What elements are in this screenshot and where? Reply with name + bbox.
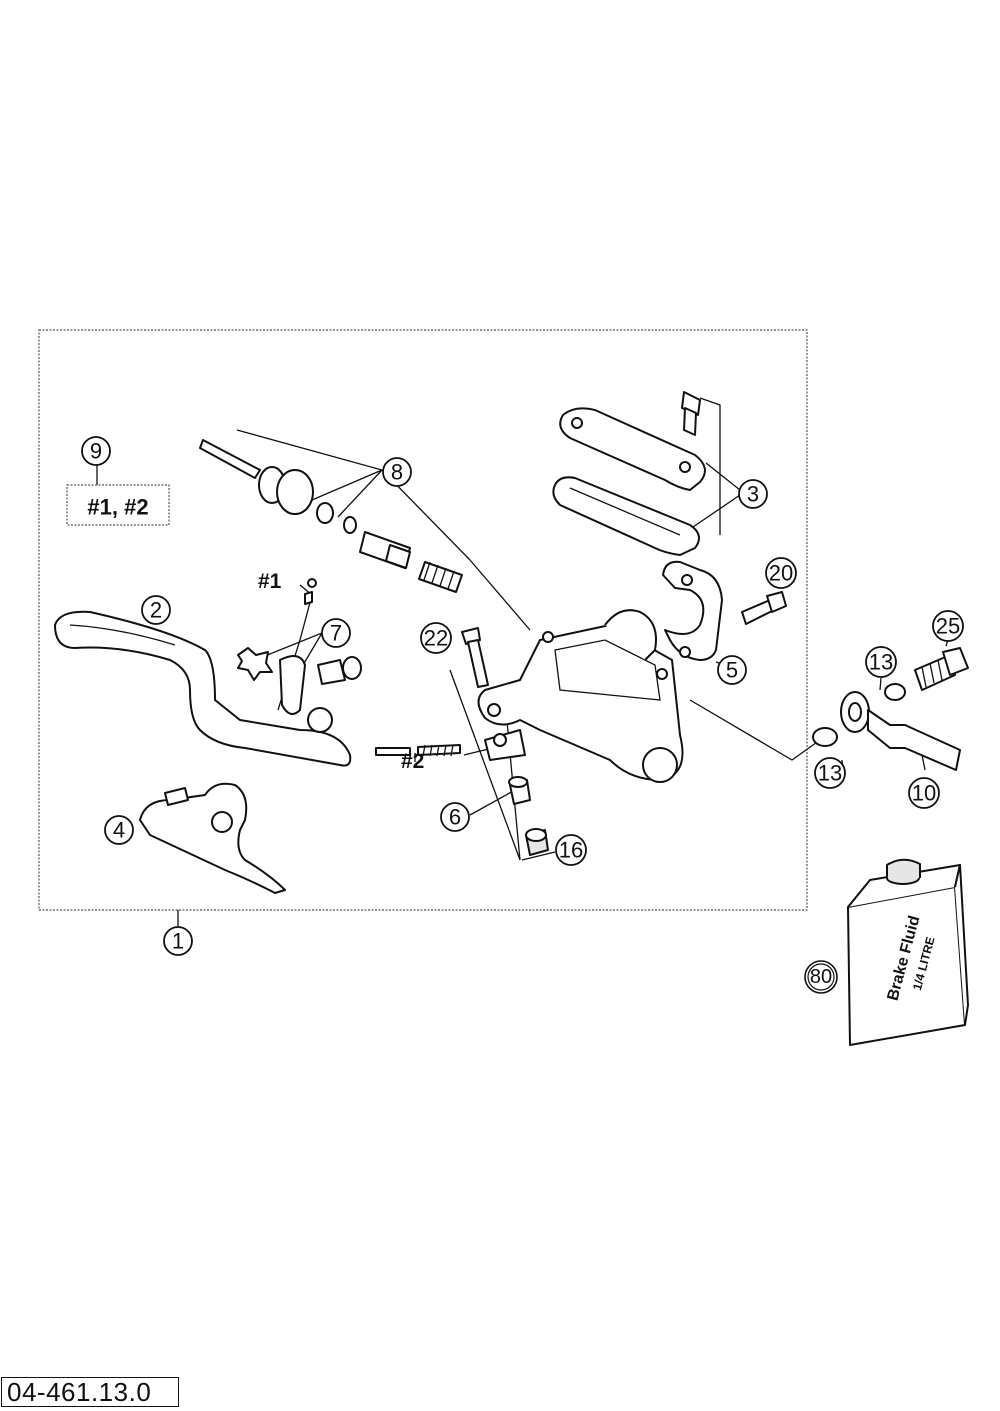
document-code: 04-461.13.0 — [1, 1377, 179, 1407]
adjuster-pin-spring — [375, 744, 461, 757]
svg-text:22: 22 — [424, 626, 448, 651]
callout-5[interactable]: 5 — [717, 655, 747, 685]
callout-8[interactable]: 8 — [382, 457, 412, 487]
callout-10[interactable]: 10 — [908, 777, 940, 809]
svg-text:4: 4 — [113, 818, 125, 843]
callout-7[interactable]: 7 — [321, 618, 351, 648]
brake-fluid-can: Brake Fluid 1/4 LITRE — [847, 858, 969, 1046]
master-cylinder-body — [477, 609, 684, 783]
svg-text:10: 10 — [912, 781, 936, 806]
callout-13-lower[interactable]: 13 — [814, 757, 846, 789]
callout-4[interactable]: 4 — [104, 815, 134, 845]
brake-hose — [812, 647, 969, 771]
svg-text:1: 1 — [172, 929, 184, 954]
bushing-and-nut — [508, 776, 549, 856]
brake-lever — [54, 610, 352, 767]
svg-text:6: 6 — [449, 805, 461, 830]
svg-text:7: 7 — [330, 621, 342, 646]
svg-text:9: 9 — [90, 439, 102, 464]
ref-label-2: #2 — [401, 750, 424, 773]
svg-text:13: 13 — [818, 761, 842, 786]
svg-text:16: 16 — [559, 838, 583, 863]
callout-1[interactable]: 1 — [163, 926, 193, 956]
pivot-bolt — [461, 627, 489, 688]
piston-kit — [199, 439, 463, 593]
svg-text:8: 8 — [391, 460, 403, 485]
svg-text:13: 13 — [869, 650, 893, 675]
callout-16[interactable]: 16 — [555, 834, 587, 866]
callout-3[interactable]: 3 — [738, 479, 768, 509]
adjuster-ball — [304, 578, 317, 605]
clamp-screw — [741, 591, 787, 625]
callout-9[interactable]: 9 — [81, 436, 111, 466]
svg-text:5: 5 — [726, 658, 738, 683]
callout-80[interactable]: 80 — [804, 960, 838, 994]
adjuster-knob — [237, 647, 362, 685]
repair-kit-label: #1, #2 — [66, 484, 170, 526]
svg-text:25: 25 — [936, 614, 960, 639]
callout-22[interactable]: 22 — [420, 622, 452, 654]
callout-20[interactable]: 20 — [765, 557, 797, 589]
callout-2[interactable]: 2 — [141, 595, 171, 625]
svg-text:3: 3 — [747, 482, 759, 507]
kit-box-text: #1, #2 — [87, 495, 148, 520]
handlebar-clamp — [662, 560, 723, 661]
callout-6[interactable]: 6 — [440, 802, 470, 832]
assembly-frame — [38, 329, 808, 911]
callout-13-upper[interactable]: 13 — [865, 646, 897, 678]
lever-guard — [139, 782, 286, 894]
svg-text:80: 80 — [810, 966, 832, 988]
callout-25[interactable]: 25 — [932, 610, 964, 642]
svg-text:20: 20 — [769, 561, 793, 586]
ref-label-1: #1 — [258, 570, 282, 593]
reservoir-cover — [552, 391, 706, 556]
svg-text:2: 2 — [150, 598, 162, 623]
